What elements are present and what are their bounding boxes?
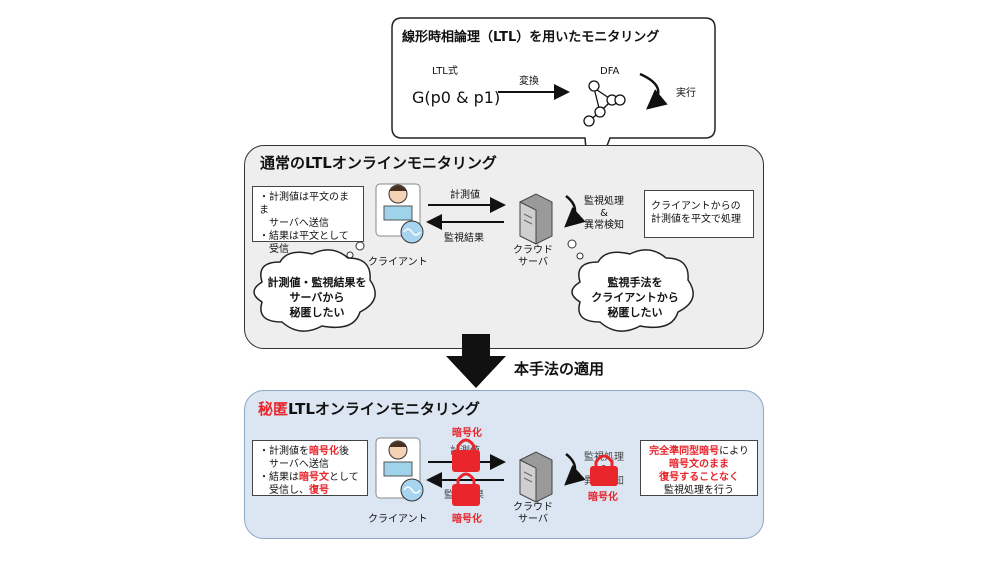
ltl-formula: G(p0 & p1) [412,88,501,107]
lock-icon-bottom [452,472,480,506]
ltl-box-title: 線形時相論理（LTL）を用いたモニタリング [402,30,660,45]
enc-label-bottom: 暗号化 [452,514,482,525]
normal-panel-title: 通常のLTLオンラインモニタリング [260,154,497,172]
exec-label: 実行 [676,88,696,99]
normal-process-label: 監視処理 & 異常検知 [584,196,624,231]
normal-cloud-right [571,249,694,332]
normal-server-icon [519,193,553,245]
normal-result-label: 監視結果 [444,233,484,244]
secret-client-label: クライアント [368,514,428,525]
apply-label: 本手法の適用 [514,360,605,378]
lock-icon-server [590,454,618,486]
normal-client-label: クライアント [368,257,428,268]
enc-label-top: 暗号化 [452,428,482,439]
secret-server-label: クラウド サーバ [513,502,553,525]
dfa-label: DFA [600,66,620,77]
convert-label: 変換 [519,76,539,87]
secret-client-icon [375,437,424,502]
normal-process-loop-arrow [564,195,586,228]
lock-icon-top [452,438,480,472]
normal-server-note: クライアントからの 計測値を平文で処理 [644,190,754,238]
enc-label-server: 暗号化 [588,492,618,503]
normal-server-label: クラウド サーバ [513,245,553,268]
normal-cloud-left [253,249,376,332]
normal-cloud-left-text: 計測値・監視結果を サーバから 秘匿したい [267,276,367,319]
secret-server-note: 完全準同型暗号により 暗号文のまま 復号することなく 監視処理を行う [640,440,758,496]
normal-client-note: ・計測値は平文のまま サーバへ送信 ・結果は平文として 受信 [252,186,364,255]
secret-server-icon [519,451,553,503]
normal-client-icon [375,183,424,244]
ltl-formula-label: LTL式 [432,66,458,77]
normal-cloud-right-text: 監視手法を クライアントから 秘匿したい [591,276,679,319]
secret-client-note: ・計測値を暗号化後 サーバへ送信 ・結果は暗号文として 受信し、復号 [252,440,368,496]
secret-process-loop-arrow [564,453,586,486]
secret-panel-title: 秘匿LTLオンラインモニタリング [258,400,480,418]
normal-measure-label: 計測値 [450,190,480,201]
exec-arrow [639,72,668,110]
dfa-graph-icon [583,80,626,127]
